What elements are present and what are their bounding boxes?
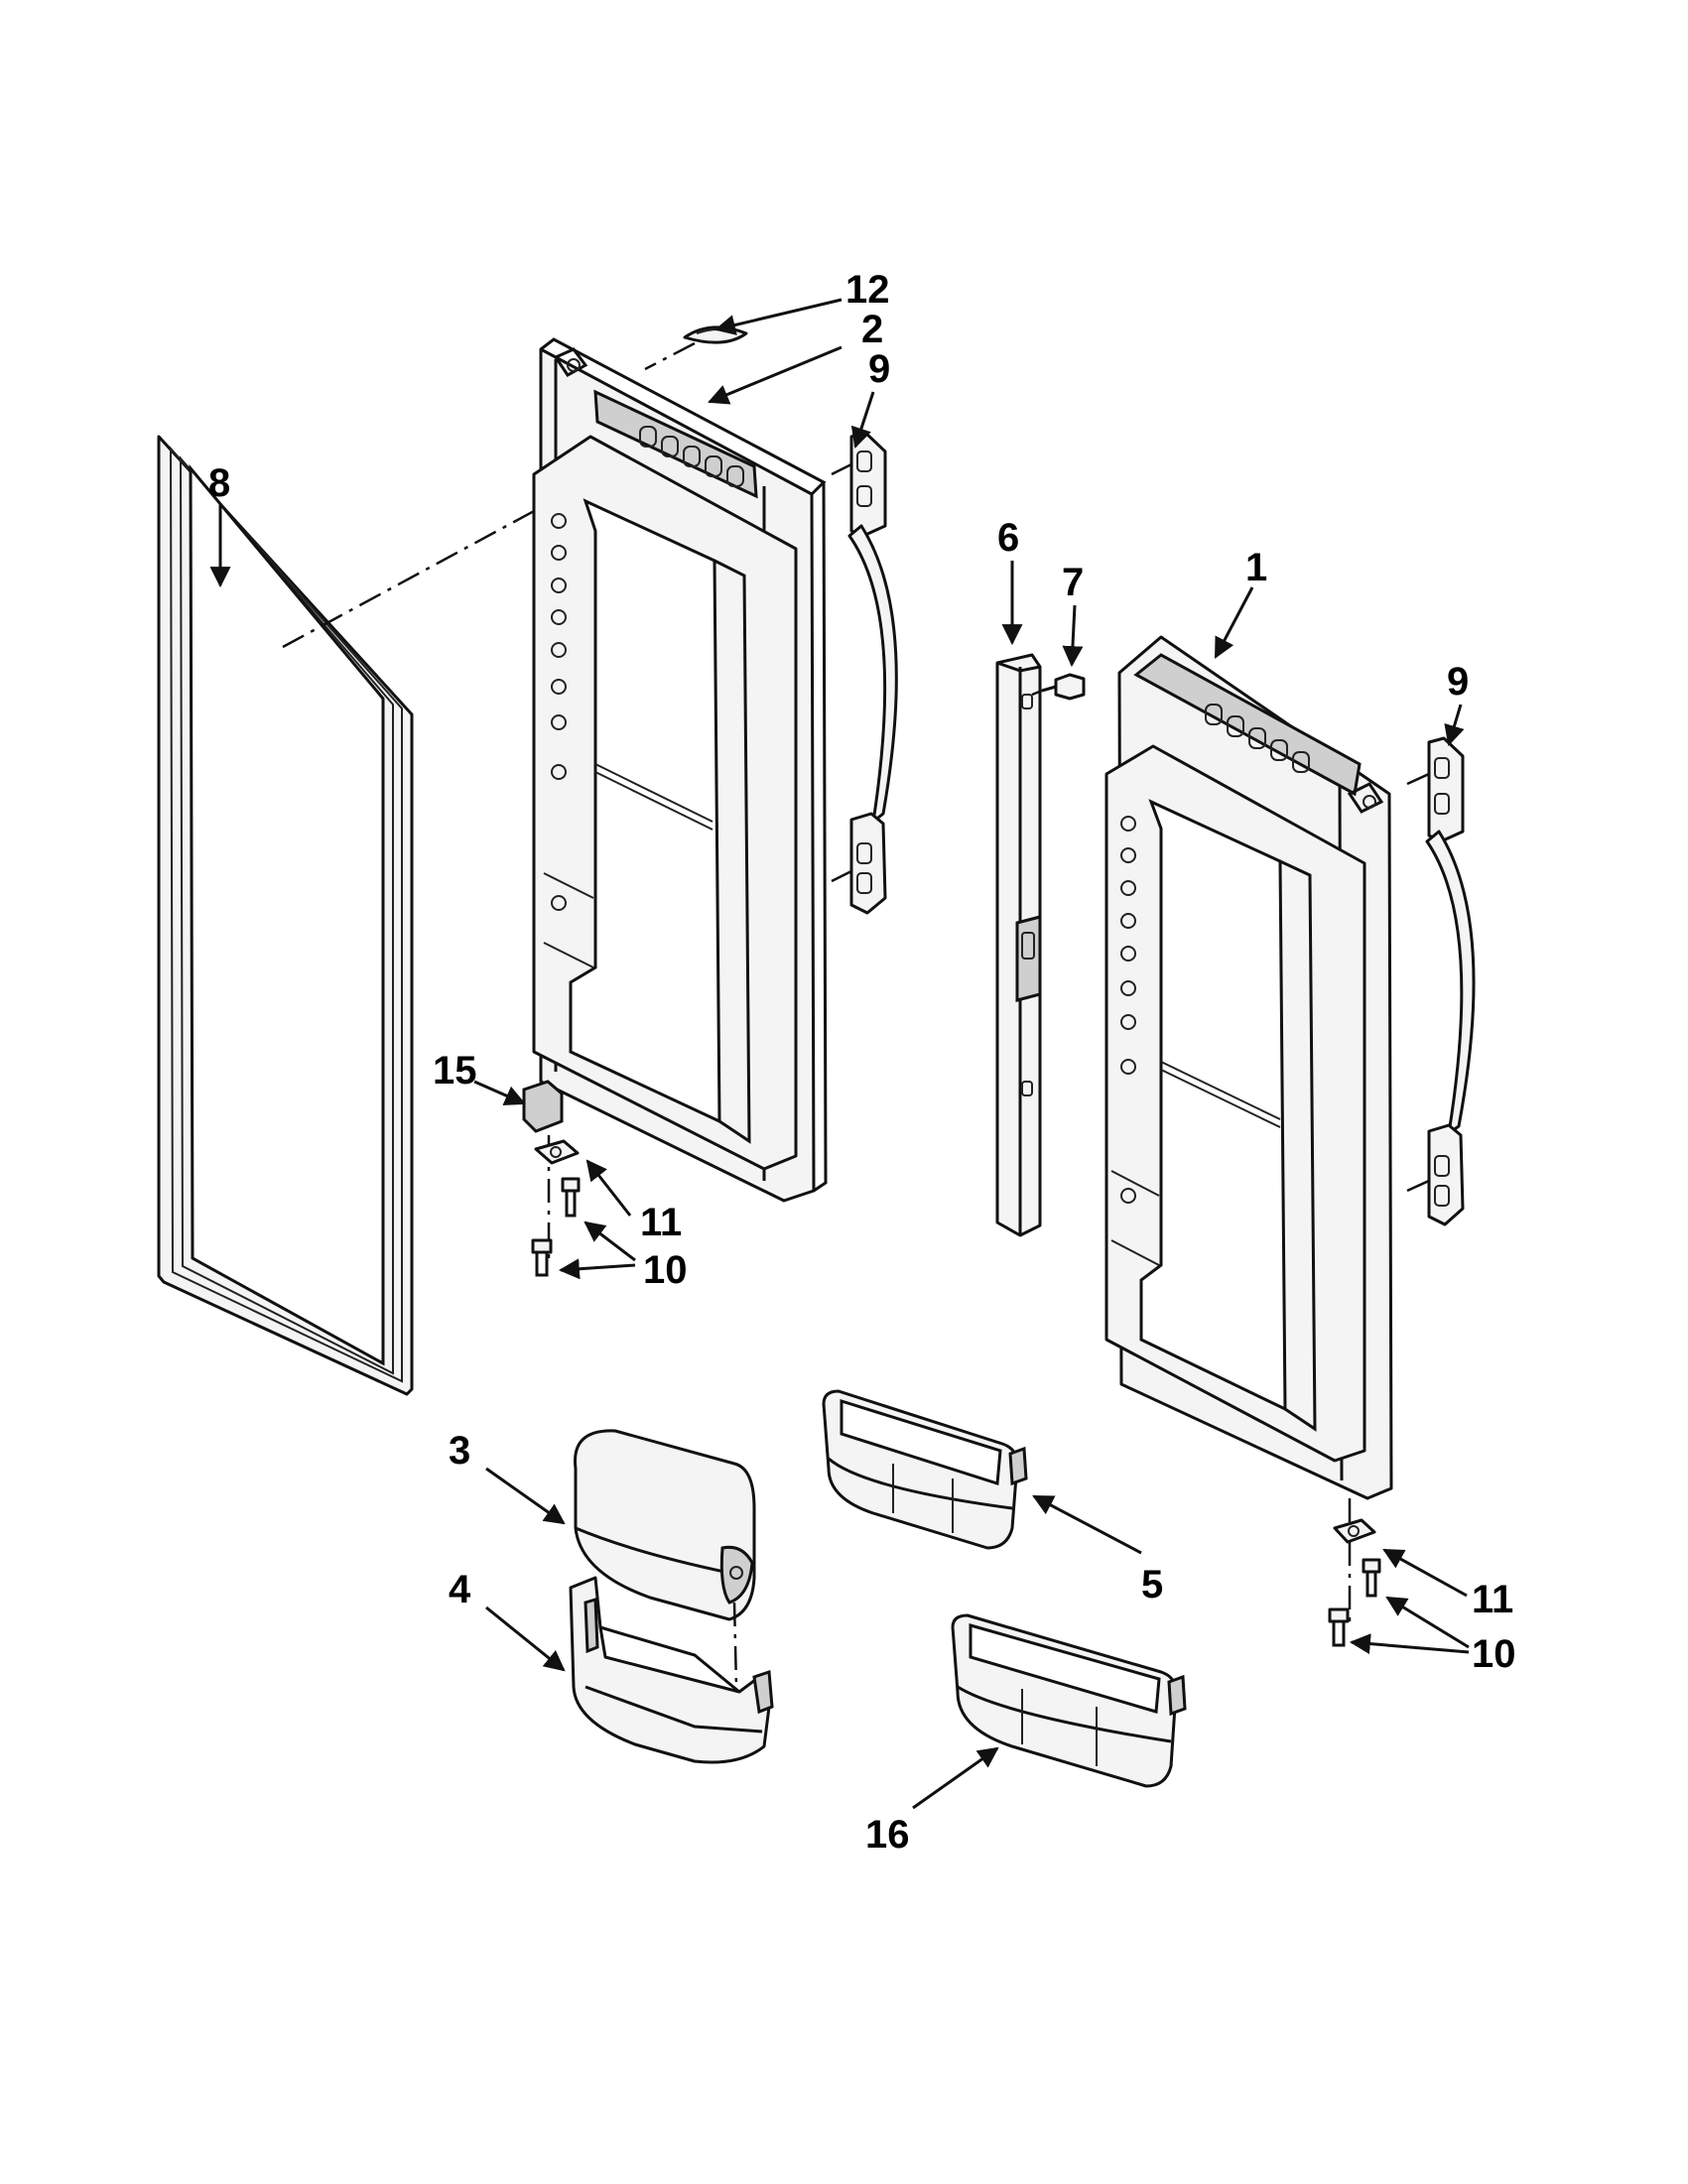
callout-15: 15 <box>433 1049 477 1092</box>
right-door <box>1104 635 1393 1500</box>
left-door <box>532 337 828 1203</box>
callout-6: 6 <box>997 516 1019 560</box>
right-hinge-hardware <box>1328 1498 1381 1647</box>
door-bin-upper <box>822 1389 1028 1550</box>
dairy-cover <box>574 1429 756 1621</box>
door-gasket <box>157 435 414 1396</box>
alignment-line-clip <box>644 341 696 371</box>
callout-4: 4 <box>449 1568 471 1611</box>
leader-lines <box>209 298 1470 1810</box>
mullion-screw <box>1041 673 1086 701</box>
callout-9-left: 9 <box>868 347 890 391</box>
alignment-line-screw <box>1031 689 1043 697</box>
callout-9-right: 9 <box>1447 660 1469 704</box>
callout-labels: 12 2 9 8 6 7 1 9 15 11 10 3 4 5 11 10 16 <box>208 268 1516 1857</box>
callout-7: 7 <box>1062 561 1084 604</box>
door-bin-lower <box>951 1613 1187 1788</box>
callout-12: 12 <box>845 268 890 312</box>
callout-5: 5 <box>1141 1563 1163 1606</box>
callout-10-right: 10 <box>1472 1632 1516 1676</box>
top-cap-slots <box>639 426 744 487</box>
dairy-bin <box>569 1576 774 1764</box>
callout-8: 8 <box>208 461 230 505</box>
top-clip <box>683 325 748 344</box>
alignment-line-dairy <box>732 1602 738 1688</box>
left-hinge-hardware <box>522 1080 581 1277</box>
shelf-bumps-left <box>551 513 567 911</box>
callout-1: 1 <box>1245 546 1267 589</box>
callout-11-left: 11 <box>640 1201 682 1244</box>
center-mullion <box>995 653 1042 1237</box>
callout-2: 2 <box>861 308 883 351</box>
callout-3: 3 <box>449 1429 470 1473</box>
right-door-handle <box>1406 736 1476 1226</box>
left-door-handle <box>831 431 898 915</box>
shelf-bumps-right <box>1120 816 1136 1204</box>
callout-11-right: 11 <box>1472 1578 1513 1621</box>
top-cap-slots-right <box>1205 704 1310 773</box>
callout-16: 16 <box>865 1813 910 1857</box>
callout-10-left: 10 <box>643 1248 688 1292</box>
